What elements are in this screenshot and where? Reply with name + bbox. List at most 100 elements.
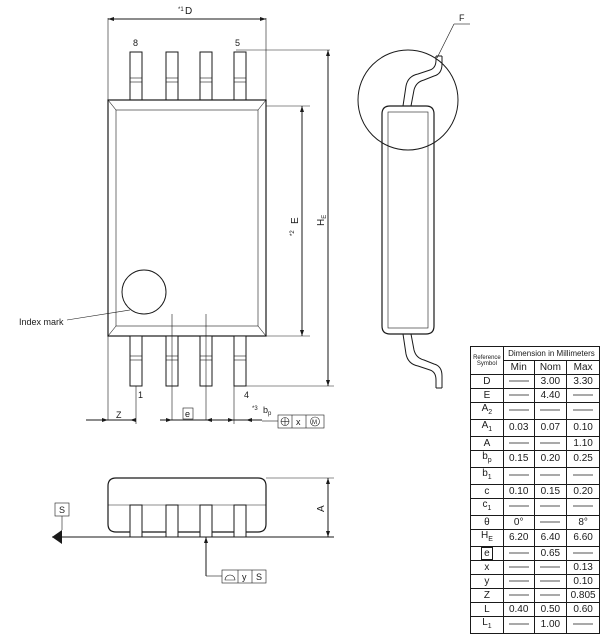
max-cell: 0.60 [566, 602, 600, 617]
a-label: A [316, 505, 327, 512]
e-pitch-label: e [185, 409, 190, 419]
pin-8-label: 8 [133, 38, 138, 48]
table-row: E 4.40 [470, 388, 600, 403]
ref-symbol-cell: A2 [470, 402, 504, 420]
max-cell: 0.805 [566, 588, 600, 603]
min-cell [502, 588, 535, 603]
not-specified-dash [573, 552, 594, 553]
min-cell [502, 467, 535, 485]
max-cell [566, 498, 600, 516]
nom-cell [533, 560, 568, 575]
z-label: Z [116, 410, 122, 420]
max-cell: 1.10 [566, 436, 600, 451]
nom-cell: 1.00 [533, 616, 568, 634]
table-row: y 0.10 [470, 574, 600, 589]
fcf-y-label: y [242, 572, 247, 582]
fcf-s-label: S [256, 572, 262, 582]
max-cell: 0.20 [566, 484, 600, 499]
e-note: *2 [290, 230, 296, 236]
nom-cell [533, 498, 568, 516]
not-specified-dash [508, 505, 529, 507]
table-row: b1 [470, 467, 600, 485]
table-row: c1 [470, 498, 600, 516]
bp-note: *3 [252, 406, 258, 412]
he-label: HE [316, 215, 328, 226]
not-specified-dash [540, 505, 561, 507]
nom-cell: 4.40 [533, 388, 568, 403]
not-specified-dash [573, 505, 594, 507]
max-cell: 6.60 [566, 529, 600, 547]
package-body-top [107, 99, 267, 337]
not-specified-dash [540, 521, 561, 522]
max-cell: 0.10 [566, 574, 600, 589]
table-row: A2 [470, 402, 600, 420]
min-cell: 0.40 [502, 602, 535, 617]
nom-cell [533, 588, 568, 603]
min-cell [502, 560, 535, 575]
front-view [107, 477, 267, 538]
d-note: *1 [178, 7, 184, 13]
ref-symbol-cell: L1 [470, 616, 504, 634]
position-tolerance-frame: x M [262, 414, 325, 429]
not-specified-dash [540, 580, 561, 581]
nom-cell: 3.00 [533, 374, 568, 389]
nom-cell: 6.40 [533, 529, 568, 547]
datum-triangle [52, 530, 62, 544]
max-cell: 0.25 [566, 450, 600, 468]
not-specified-dash [540, 409, 561, 411]
nom-cell [533, 467, 568, 485]
max-cell [566, 388, 600, 403]
datum-s-label: S [59, 505, 65, 515]
min-cell [502, 616, 535, 634]
max-cell: 8° [566, 515, 600, 530]
ref-symbol-cell: D [470, 374, 504, 389]
not-specified-dash [508, 442, 529, 443]
min-cell [502, 402, 535, 420]
min-cell [502, 374, 535, 389]
dimension-header: Dimension in Millimeters [502, 346, 600, 361]
nom-cell: 0.65 [533, 546, 568, 561]
package-drawing: *1 D 8 5 Index mark [19, 6, 470, 584]
ref-symbol-cell: θ [470, 515, 504, 530]
nom-cell [533, 436, 568, 451]
max-cell: 3.30 [566, 374, 600, 389]
max-cell: 0.13 [566, 560, 600, 575]
nom-cell [533, 574, 568, 589]
index-mark-label: Index mark [19, 317, 64, 327]
min-cell [502, 498, 535, 516]
min-cell: 0.10 [502, 484, 535, 499]
max-header: Max [566, 360, 600, 375]
not-specified-dash [508, 594, 529, 595]
e-label: E [290, 217, 301, 224]
fcf-m-label: M [312, 420, 317, 426]
pin-1-label: 1 [138, 390, 143, 400]
max-cell [566, 546, 600, 561]
not-specified-dash [508, 394, 529, 395]
ref-symbol-cell: E [470, 388, 504, 403]
not-specified-dash [573, 474, 594, 476]
bottom-leads [129, 335, 247, 387]
min-cell: 0.15 [502, 450, 535, 468]
top-leads [129, 51, 247, 101]
not-specified-dash [540, 442, 561, 443]
ref-symbol-cell: y [470, 574, 504, 589]
flatness-frame: y S [204, 537, 267, 584]
table-row: e 0.65 [470, 546, 600, 561]
not-specified-dash [508, 474, 529, 476]
ref-symbol-cell: A1 [470, 419, 504, 437]
not-specified-dash [573, 409, 594, 411]
not-specified-dash [573, 394, 594, 395]
detail-f-label: F [459, 13, 465, 23]
max-cell [566, 616, 600, 634]
min-header: Min [502, 360, 535, 375]
ref-symbol-cell: e [470, 546, 504, 561]
side-view [357, 23, 470, 389]
